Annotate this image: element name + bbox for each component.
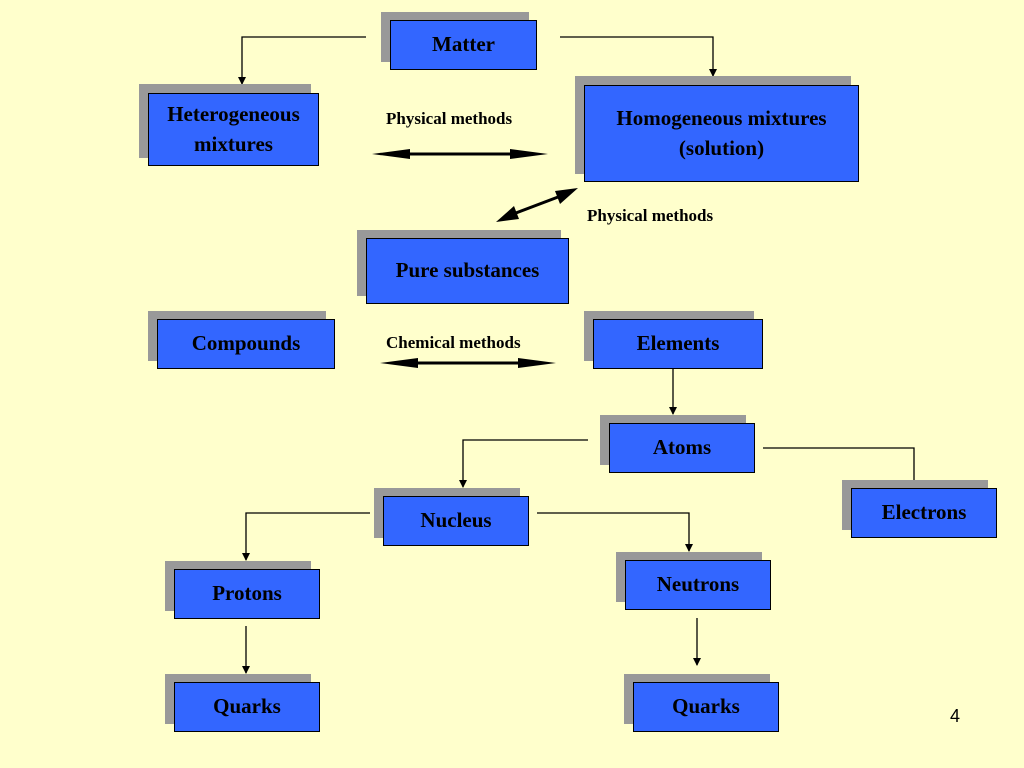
node-homogeneous-mixtures: Homogeneous mixtures (solution) (575, 76, 860, 183)
edge-nucleus-neutrons (537, 512, 693, 552)
protons-label: Protons (212, 581, 282, 606)
edge-atoms-nucleus (459, 439, 588, 488)
electrons-label: Electrons (881, 500, 967, 525)
compounds-label: Compounds (191, 331, 301, 356)
node-neutrons: Neutrons (616, 552, 771, 610)
node-matter: Matter (381, 12, 537, 70)
node-quarks-left: Quarks (165, 674, 320, 732)
node-protons: Protons (165, 561, 320, 619)
node-atoms: Atoms (600, 415, 755, 473)
node-heterogeneous-mixtures: Heterogeneous mixtures (139, 84, 320, 167)
elements-label: Elements (636, 331, 720, 356)
homogeneous-label-line1: Homogeneous mixtures (616, 106, 827, 131)
label-physical-methods-top: Physical methods (386, 109, 513, 128)
neutrons-label: Neutrons (656, 572, 740, 597)
edge-matter-heterogeneous (238, 36, 366, 85)
quarks-left-label: Quarks (213, 694, 281, 719)
node-compounds: Compounds (148, 311, 335, 369)
matter-label: Matter (432, 32, 495, 57)
label-physical-methods-mid: Physical methods (587, 206, 714, 225)
double-arrow-chemical (380, 358, 556, 368)
heterogeneous-label: Heterogeneous mixtures (167, 102, 300, 156)
node-electrons: Electrons (842, 480, 997, 538)
edge-atoms-electrons (763, 447, 918, 488)
double-arrow-physical-top (372, 149, 548, 159)
page-number: 4 (950, 706, 961, 726)
node-pure-substances: Pure substances (357, 230, 569, 304)
label-chemical-methods: Chemical methods (386, 333, 521, 352)
edge-nucleus-protons (242, 512, 370, 561)
atoms-label: Atoms (652, 435, 712, 460)
node-quarks-right: Quarks (624, 674, 779, 732)
node-elements: Elements (584, 311, 763, 369)
pure-label: Pure substances (395, 258, 540, 283)
double-arrow-physical-diagonal (496, 188, 578, 222)
node-nucleus: Nucleus (374, 488, 529, 546)
edge-matter-homogeneous (560, 36, 717, 77)
quarks-right-label: Quarks (672, 694, 740, 719)
nucleus-label: Nucleus (420, 508, 492, 533)
homogeneous-label-line2: (solution) (678, 135, 765, 160)
